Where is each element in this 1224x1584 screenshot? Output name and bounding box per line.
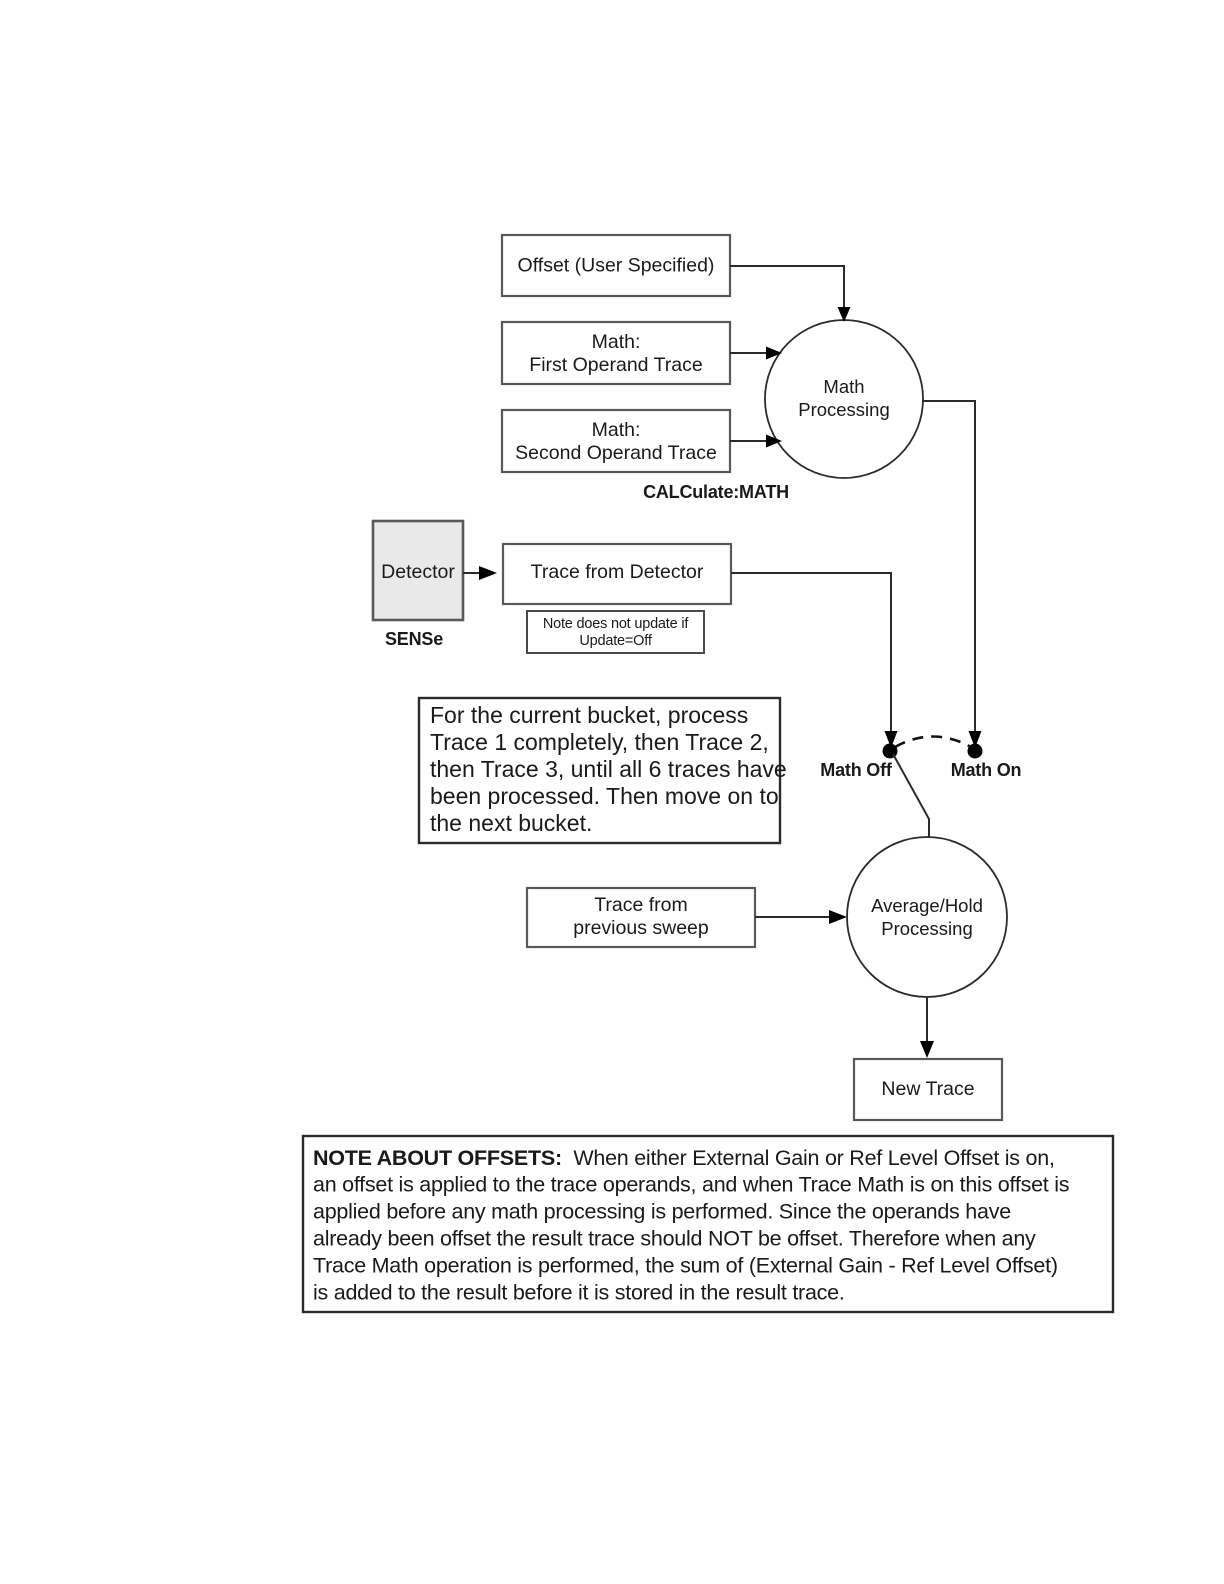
switch-label-math-off: Math Off bbox=[820, 760, 893, 780]
scpi-label-calculate-math: CALCulate:MATH bbox=[643, 482, 789, 502]
node-math-first-label-line1: Math: bbox=[592, 331, 641, 353]
note-bucket-processing: For the current bucket, process Trace 1 … bbox=[417, 696, 787, 845]
node-trace-previous-sweep: Trace from previous sweep bbox=[525, 886, 757, 949]
connector-first-operand-to-math-processing bbox=[730, 346, 782, 360]
node-math-first-rect bbox=[500, 320, 732, 386]
note-bucket-line-4: been processed. Then move on to bbox=[430, 783, 779, 809]
arrow-head-offset-to-math bbox=[837, 307, 851, 322]
node-math-second-label-line2: Second Operand Trace bbox=[515, 442, 717, 464]
node-new-trace-label: New Trace bbox=[881, 1078, 974, 1100]
scpi-label-sense: SENSe bbox=[385, 629, 443, 649]
note-bucket-line-5: the next bucket. bbox=[430, 810, 592, 836]
switch-dashed-arc bbox=[894, 735, 972, 749]
connector-second-operand-to-math-processing bbox=[730, 434, 782, 448]
arrow-head-to-new-trace bbox=[920, 1041, 934, 1058]
note-offsets-line-1-group: NOTE ABOUT OFFSETS: When either External… bbox=[313, 1146, 1055, 1170]
switch-math-off-on[interactable]: Math Off Math On bbox=[820, 735, 1022, 852]
node-average-hold-label-line2: Processing bbox=[881, 918, 973, 939]
note-bucket-processing-rect bbox=[417, 696, 782, 845]
switch-label-math-on: Math On bbox=[951, 760, 1022, 780]
node-average-hold-label-line1: Average/Hold bbox=[871, 895, 983, 916]
arrow-head-to-math-off bbox=[884, 731, 898, 748]
node-trace-from-detector-rect bbox=[501, 542, 733, 606]
note-offsets-line-2: an offset is applied to the trace operan… bbox=[313, 1173, 1069, 1197]
node-trace-previous-sweep-line2: previous sweep bbox=[573, 917, 709, 939]
node-math-second-label-line1: Math: bbox=[592, 419, 641, 441]
node-detector-label: Detector bbox=[381, 561, 455, 583]
note-bucket-line-1: For the current bucket, process bbox=[430, 702, 748, 728]
connector-previous-sweep-to-average-hold bbox=[755, 910, 847, 924]
note-bucket-line-3: then Trace 3, until all 6 traces have bbox=[430, 756, 787, 782]
node-trace-previous-sweep-rect bbox=[525, 886, 757, 949]
note-about-offsets-rect bbox=[301, 1134, 1115, 1314]
node-math-first-operand: Math: First Operand Trace bbox=[500, 320, 732, 386]
node-math-processing-label-line2: Processing bbox=[798, 399, 890, 420]
node-math-first-label-line2: First Operand Trace bbox=[529, 354, 702, 376]
note-about-offsets: NOTE ABOUT OFFSETS: When either External… bbox=[301, 1134, 1115, 1314]
node-trace-from-detector-label: Trace from Detector bbox=[531, 561, 704, 583]
note-offsets-line-6: is added to the result before it is stor… bbox=[313, 1281, 845, 1305]
node-trace-previous-sweep-line1: Trace from bbox=[594, 894, 688, 916]
node-update-note-rect bbox=[526, 610, 705, 654]
note-offsets-heading: NOTE ABOUT OFFSETS: bbox=[313, 1146, 562, 1170]
node-detector: Detector bbox=[371, 519, 465, 622]
node-math-second-rect bbox=[500, 408, 732, 474]
note-bucket-line-2: Trace 1 completely, then Trace 2, bbox=[430, 729, 769, 755]
node-math-second-operand: Math: Second Operand Trace bbox=[500, 408, 732, 474]
node-offset-rect bbox=[500, 233, 732, 298]
connector-detector-to-trace bbox=[463, 566, 497, 580]
arrow-head-to-math-on bbox=[968, 731, 982, 748]
node-detector-rect bbox=[371, 519, 465, 622]
node-offset-label: Offset (User Specified) bbox=[518, 255, 715, 277]
arrow-head-previous-sweep bbox=[829, 910, 847, 924]
connector-average-hold-to-new-trace bbox=[920, 997, 934, 1058]
node-update-note-line1: Note does not update if bbox=[543, 616, 690, 632]
junction-dot-math-on[interactable] bbox=[967, 743, 983, 759]
connector-trace-to-math-off-junction bbox=[731, 572, 898, 748]
note-offsets-line-1: When either External Gain or Ref Level O… bbox=[573, 1146, 1054, 1170]
note-offsets-line-3: applied before any math processing is pe… bbox=[313, 1200, 1011, 1224]
arrow-head-first-operand bbox=[766, 346, 782, 360]
arrow-head-detector-to-trace bbox=[479, 566, 497, 580]
node-trace-from-detector: Trace from Detector bbox=[501, 542, 733, 606]
node-average-hold-processing: Average/Hold Processing bbox=[846, 836, 1008, 998]
node-math-processing-label-line1: Math bbox=[823, 376, 864, 397]
node-offset-user-specified: Offset (User Specified) bbox=[500, 233, 732, 298]
node-update-note-line2: Update=Off bbox=[579, 633, 652, 649]
connector-math-processing-to-math-on-junction bbox=[923, 400, 982, 748]
arrow-head-second-operand bbox=[766, 434, 782, 448]
note-offsets-line-4: already been offset the result trace sho… bbox=[313, 1227, 1036, 1251]
node-math-processing: Math Processing bbox=[764, 319, 924, 479]
node-new-trace: New Trace bbox=[852, 1057, 1004, 1122]
node-update-note: Note does not update if Update=Off bbox=[526, 610, 705, 654]
note-offsets-line-5: Trace Math operation is performed, the s… bbox=[313, 1254, 1058, 1278]
connector-offset-to-math-processing bbox=[730, 265, 851, 322]
node-new-trace-rect bbox=[852, 1057, 1004, 1122]
